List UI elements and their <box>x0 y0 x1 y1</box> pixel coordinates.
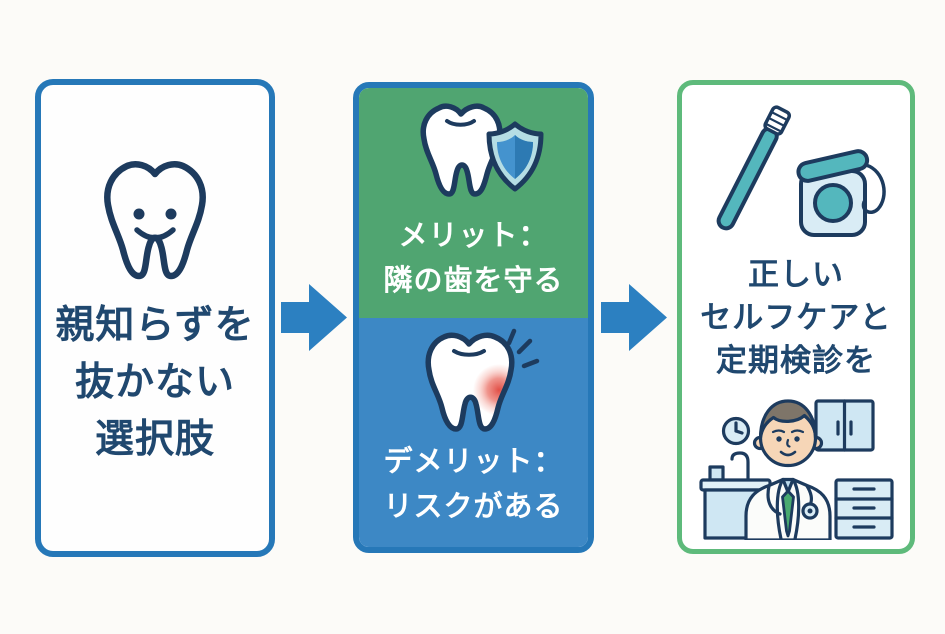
merit-label-line-2: 隣の歯を守る <box>383 265 564 297</box>
arrow-right-icon <box>281 284 347 351</box>
demerit-section: デメリット： リスクがある <box>359 317 588 547</box>
smiling-tooth-icon <box>104 161 206 280</box>
toothbrush-floss-icon <box>716 105 886 237</box>
demerit-label: デメリット： リスクがある <box>383 440 563 530</box>
panel-merit-demerit: メリット： 隣の歯を守る <box>353 82 594 553</box>
right-panel-title: 正しい セルフケアと 定期検診を <box>700 253 891 382</box>
tooth-shield-icon <box>420 103 544 197</box>
left-title-line-3: 選択肢 <box>94 418 215 461</box>
merit-label: メリット： 隣の歯を守る <box>383 214 563 304</box>
arrow-right-icon <box>601 284 667 351</box>
merit-label-line-1: メリット： <box>398 220 549 252</box>
left-title-line-2: 抜かない <box>74 361 235 404</box>
right-title-line-1: 正しい <box>747 257 844 292</box>
dentist-office-icon <box>699 399 894 540</box>
tooth-pain-icon <box>425 328 539 432</box>
right-title-line-3: 定期検診を <box>715 343 876 378</box>
left-panel-title: 親知らずを 抜かない 選択肢 <box>55 297 254 468</box>
panel-no-extraction: 親知らずを 抜かない 選択肢 <box>35 79 275 557</box>
merit-section: メリット： 隣の歯を守る <box>359 88 588 318</box>
right-title-line-2: セルフケアと <box>700 300 892 335</box>
demerit-label-line-1: デメリット： <box>383 445 564 478</box>
left-title-line-1: 親知らずを <box>55 304 255 347</box>
panel-self-care: 正しい セルフケアと 定期検診を <box>677 80 915 554</box>
demerit-label-line-2: リスクがある <box>383 490 564 523</box>
